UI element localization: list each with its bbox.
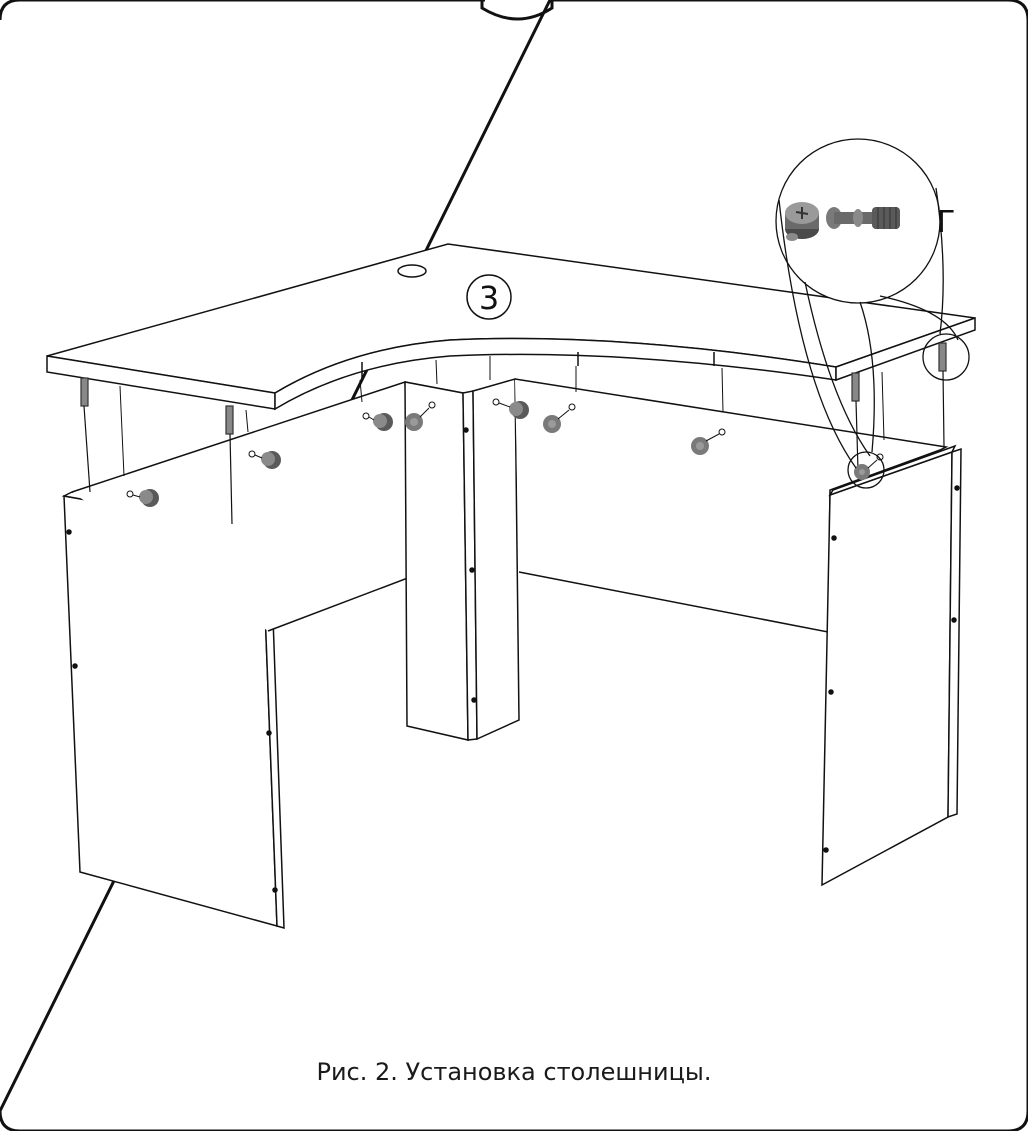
part-number-badge: 3 xyxy=(466,274,512,320)
cam-fittings xyxy=(126,398,884,507)
magnified-cam-lock xyxy=(785,202,819,241)
cam-fitting-2 xyxy=(248,450,281,469)
cam-fitting-5 xyxy=(492,398,529,419)
cam-fitting-1 xyxy=(126,489,159,507)
magnified-bolt xyxy=(826,207,900,229)
cam-fitting-8 xyxy=(854,453,884,480)
cam-fitting-3 xyxy=(362,412,393,431)
dowel-pin-4 xyxy=(938,342,947,447)
dowel-pin-2 xyxy=(225,405,234,525)
detail-letter-label: Г xyxy=(937,205,955,240)
right-side-panel xyxy=(821,444,962,887)
guide-lines xyxy=(119,356,885,477)
right-modesty-panel xyxy=(514,378,949,633)
magnified-hardware xyxy=(785,202,900,241)
cam-fitting-7 xyxy=(691,428,726,455)
part-number-label: 3 xyxy=(479,279,499,317)
cam-fitting-4 xyxy=(405,401,436,431)
callout-target-circle xyxy=(847,451,885,489)
callout-pin-circle xyxy=(922,333,970,381)
cable-hole xyxy=(397,264,427,278)
figure-caption: Рис. 2. Установка столешницы. xyxy=(316,1058,712,1086)
cam-fitting-6 xyxy=(543,403,576,433)
dowel-pin-1 xyxy=(80,377,91,493)
center-leg xyxy=(404,378,520,741)
